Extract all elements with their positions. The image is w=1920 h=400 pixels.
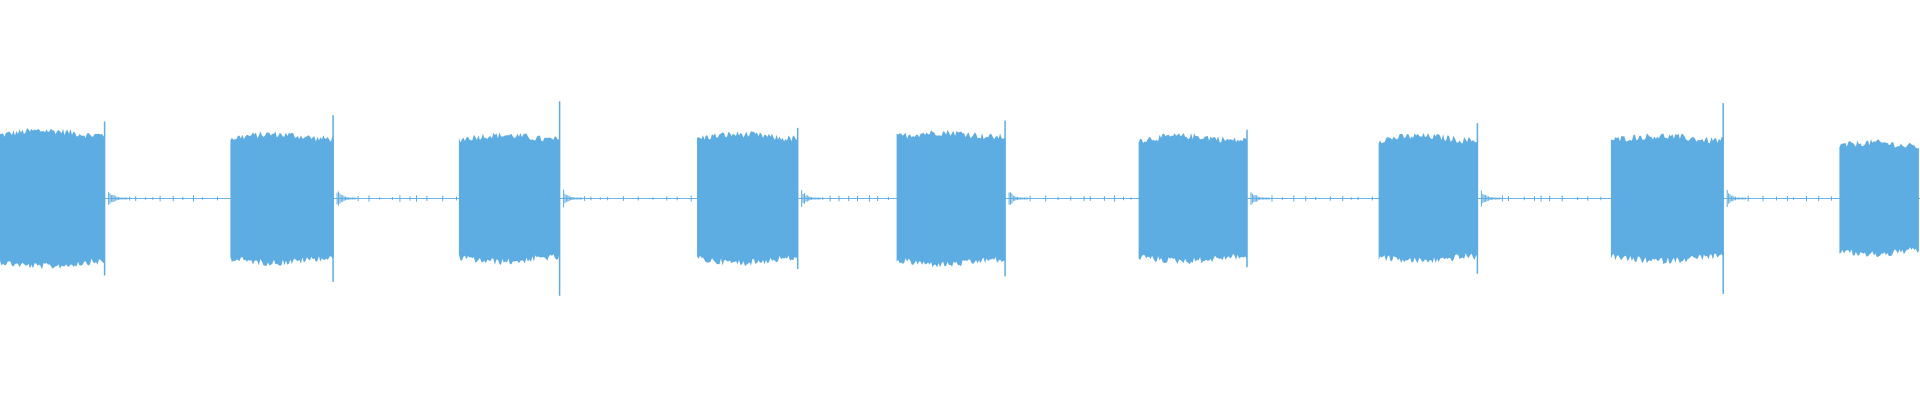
waveform-tone-burst [697,131,798,267]
waveform-samples [0,101,1919,296]
waveform-tone-burst [896,129,1005,268]
waveform-tone-burst [230,131,334,266]
waveform-tone-burst [1839,139,1919,258]
waveform-tone-burst [1138,132,1247,265]
waveform-tone-burst [0,128,105,270]
waveform-tone-burst [1610,133,1724,265]
waveform-tone-burst [1378,132,1478,264]
waveform-tone-burst [458,132,560,265]
